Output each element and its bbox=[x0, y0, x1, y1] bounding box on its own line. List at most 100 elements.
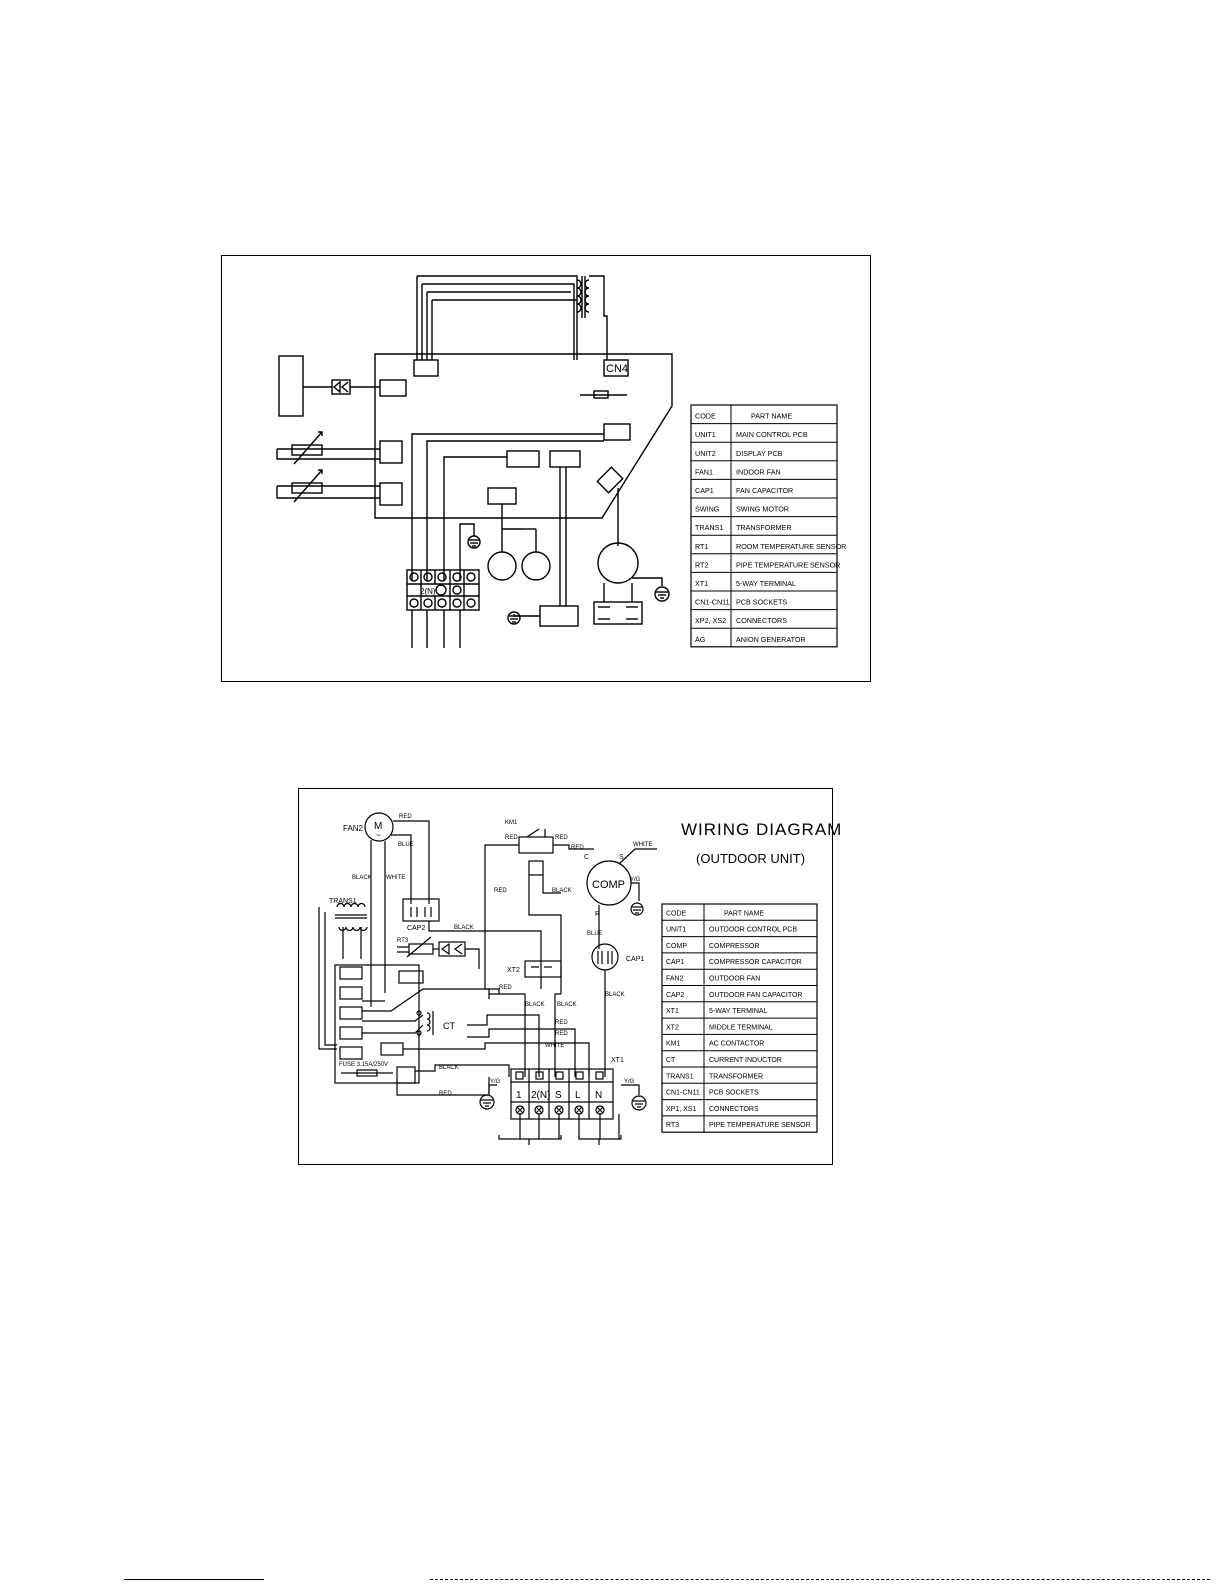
km1-switch bbox=[526, 828, 546, 838]
outdoor-table-code: KM1 bbox=[666, 1041, 681, 1048]
fan-motor-ground-wire bbox=[632, 577, 663, 586]
cap1-label: CAP1 bbox=[626, 956, 644, 963]
supply-wires bbox=[411, 610, 461, 648]
cable-braces bbox=[498, 1135, 622, 1140]
display-pcb bbox=[278, 355, 304, 417]
terminal-s: S bbox=[555, 1090, 562, 1101]
red-label-8: RED bbox=[555, 1031, 568, 1037]
outdoor-table-code: CN1-CN11 bbox=[666, 1090, 700, 1097]
trans-lead-2 bbox=[422, 283, 575, 360]
comp-c-label: C bbox=[584, 854, 589, 861]
pipe-temperature-sensor-icon bbox=[397, 936, 439, 958]
black-label-5: BLACK bbox=[525, 1002, 545, 1008]
ground-wire-right bbox=[621, 1084, 640, 1095]
pcb-ct-wire bbox=[362, 1024, 424, 1034]
cap2-label: CAP2 bbox=[407, 925, 425, 932]
white-label: WHITE bbox=[386, 875, 405, 881]
ag-connector bbox=[487, 487, 517, 505]
indoor-table-name: INDOOR FAN bbox=[736, 467, 781, 476]
wire-b bbox=[426, 440, 604, 581]
outdoor-table-name: MIDDLE TERMINAL bbox=[709, 1024, 773, 1031]
indoor-table-name: CONNECTORS bbox=[736, 616, 787, 625]
wire-a bbox=[411, 433, 604, 581]
outdoor-table-name: OUTDOOR FAN bbox=[709, 976, 760, 983]
outdoor-table-code: CAP2 bbox=[666, 992, 684, 999]
anion-generator bbox=[487, 551, 517, 581]
xt2-wire-2 bbox=[554, 993, 561, 1077]
indoor-table-name: ROOM TEMPERATURE SENSOR bbox=[736, 542, 846, 551]
outdoor-table-code: XT1 bbox=[666, 1008, 679, 1015]
comp-s-label: S bbox=[619, 854, 624, 861]
outdoor-table-name: OUTDOOR CONTROL PCB bbox=[709, 927, 797, 934]
diagram-subtitle: (OUTDOOR UNIT) bbox=[696, 851, 805, 866]
indoor-table-code: SWING bbox=[695, 505, 720, 514]
ground-icon bbox=[467, 535, 481, 549]
outdoor-table-header-name: PART NAME bbox=[724, 910, 764, 917]
motor-label: M bbox=[374, 821, 382, 832]
indoor-table-name: 5-WAY TERMINAL bbox=[736, 579, 796, 588]
indoor-table-name: DISPLAY PCB bbox=[736, 449, 783, 458]
indoor-table-code: FAN1 bbox=[695, 467, 713, 476]
outdoor-table-name: CURRENT INDUCTOR bbox=[709, 1057, 782, 1064]
indoor-table-code: CAP1 bbox=[695, 486, 714, 495]
outdoor-control-pcb bbox=[334, 964, 420, 1084]
km1-contact bbox=[518, 836, 554, 854]
ground-icon bbox=[654, 586, 670, 602]
pcb-socket-2 bbox=[339, 986, 363, 1000]
pcb-socket-7 bbox=[396, 1066, 416, 1084]
km1-coil bbox=[528, 860, 544, 876]
red-label-6: RED bbox=[571, 845, 584, 851]
yg-label: Y/G bbox=[630, 877, 641, 883]
rt1-socket bbox=[379, 440, 403, 464]
red-label-9: RED bbox=[439, 1091, 452, 1097]
cap-connector bbox=[506, 450, 540, 468]
trans1-label: TRANS1 bbox=[329, 898, 357, 905]
indoor-schematic: CN4 bbox=[276, 275, 846, 648]
rt2-socket bbox=[379, 482, 403, 506]
trans-leads bbox=[342, 927, 362, 959]
comp-label: COMP bbox=[592, 879, 625, 891]
indoor-table-code: XP2, XS2 bbox=[695, 616, 726, 625]
indoor-table-name: SWING MOTOR bbox=[736, 505, 789, 514]
indoor-table-name: TRANSFORMER bbox=[736, 523, 792, 532]
outdoor-table-name: PCB SOCKETS bbox=[709, 1090, 759, 1097]
outdoor-table-name: CONNECTORS bbox=[709, 1106, 759, 1113]
fan-motor-connector bbox=[596, 466, 624, 494]
red-wire-a bbox=[467, 1014, 540, 1077]
pcb-socket-1 bbox=[339, 966, 363, 980]
indoor-table-code: UNIT2 bbox=[695, 449, 716, 458]
ground-icon bbox=[507, 611, 521, 625]
fuse-label: FUSE 3.15A/250V bbox=[339, 1062, 388, 1068]
motor-tilde: ~ bbox=[376, 831, 381, 840]
fan-blue-wire bbox=[391, 834, 412, 904]
fan-connector bbox=[603, 423, 631, 441]
outdoor-table-code: XT2 bbox=[666, 1024, 679, 1031]
black-label: BLACK bbox=[352, 875, 372, 881]
outdoor-table-name: COMPRESSOR bbox=[709, 943, 760, 950]
yg-label-2: Y/G bbox=[490, 1079, 501, 1085]
pcb-socket-4 bbox=[339, 1026, 363, 1040]
outdoor-fan-motor-icon bbox=[364, 812, 394, 842]
outdoor-table-name: COMPRESSOR CAPACITOR bbox=[709, 959, 802, 966]
pcb-black-wire bbox=[415, 1064, 510, 1077]
comp-r-label: R bbox=[595, 911, 600, 918]
white-label-3: WHITE bbox=[545, 1043, 564, 1049]
ground-wire-left bbox=[488, 1084, 497, 1094]
black-label-6: BLACK bbox=[557, 1002, 577, 1008]
xt2-wire-1 bbox=[489, 993, 526, 1077]
xt1-label: XT1 bbox=[611, 1057, 624, 1064]
outdoor-table-code: TRANS1 bbox=[666, 1073, 694, 1080]
outdoor-table-code: XP1, XS1 bbox=[666, 1106, 696, 1113]
red-wire-b bbox=[467, 1028, 576, 1077]
indoor-table-header-code: CODE bbox=[695, 412, 716, 421]
outdoor-table-code: FAN2 bbox=[666, 976, 684, 983]
trans-connector bbox=[413, 359, 439, 377]
fuse-icon bbox=[593, 390, 609, 399]
indoor-fan-motor bbox=[597, 542, 639, 584]
supply-wires bbox=[519, 1114, 620, 1139]
fan-capacitor bbox=[593, 601, 643, 625]
diagram-title: WIRING DIAGRAM bbox=[681, 820, 842, 839]
black-label-4: BLACK bbox=[605, 992, 625, 998]
white-label-2: WHITE bbox=[633, 842, 652, 848]
